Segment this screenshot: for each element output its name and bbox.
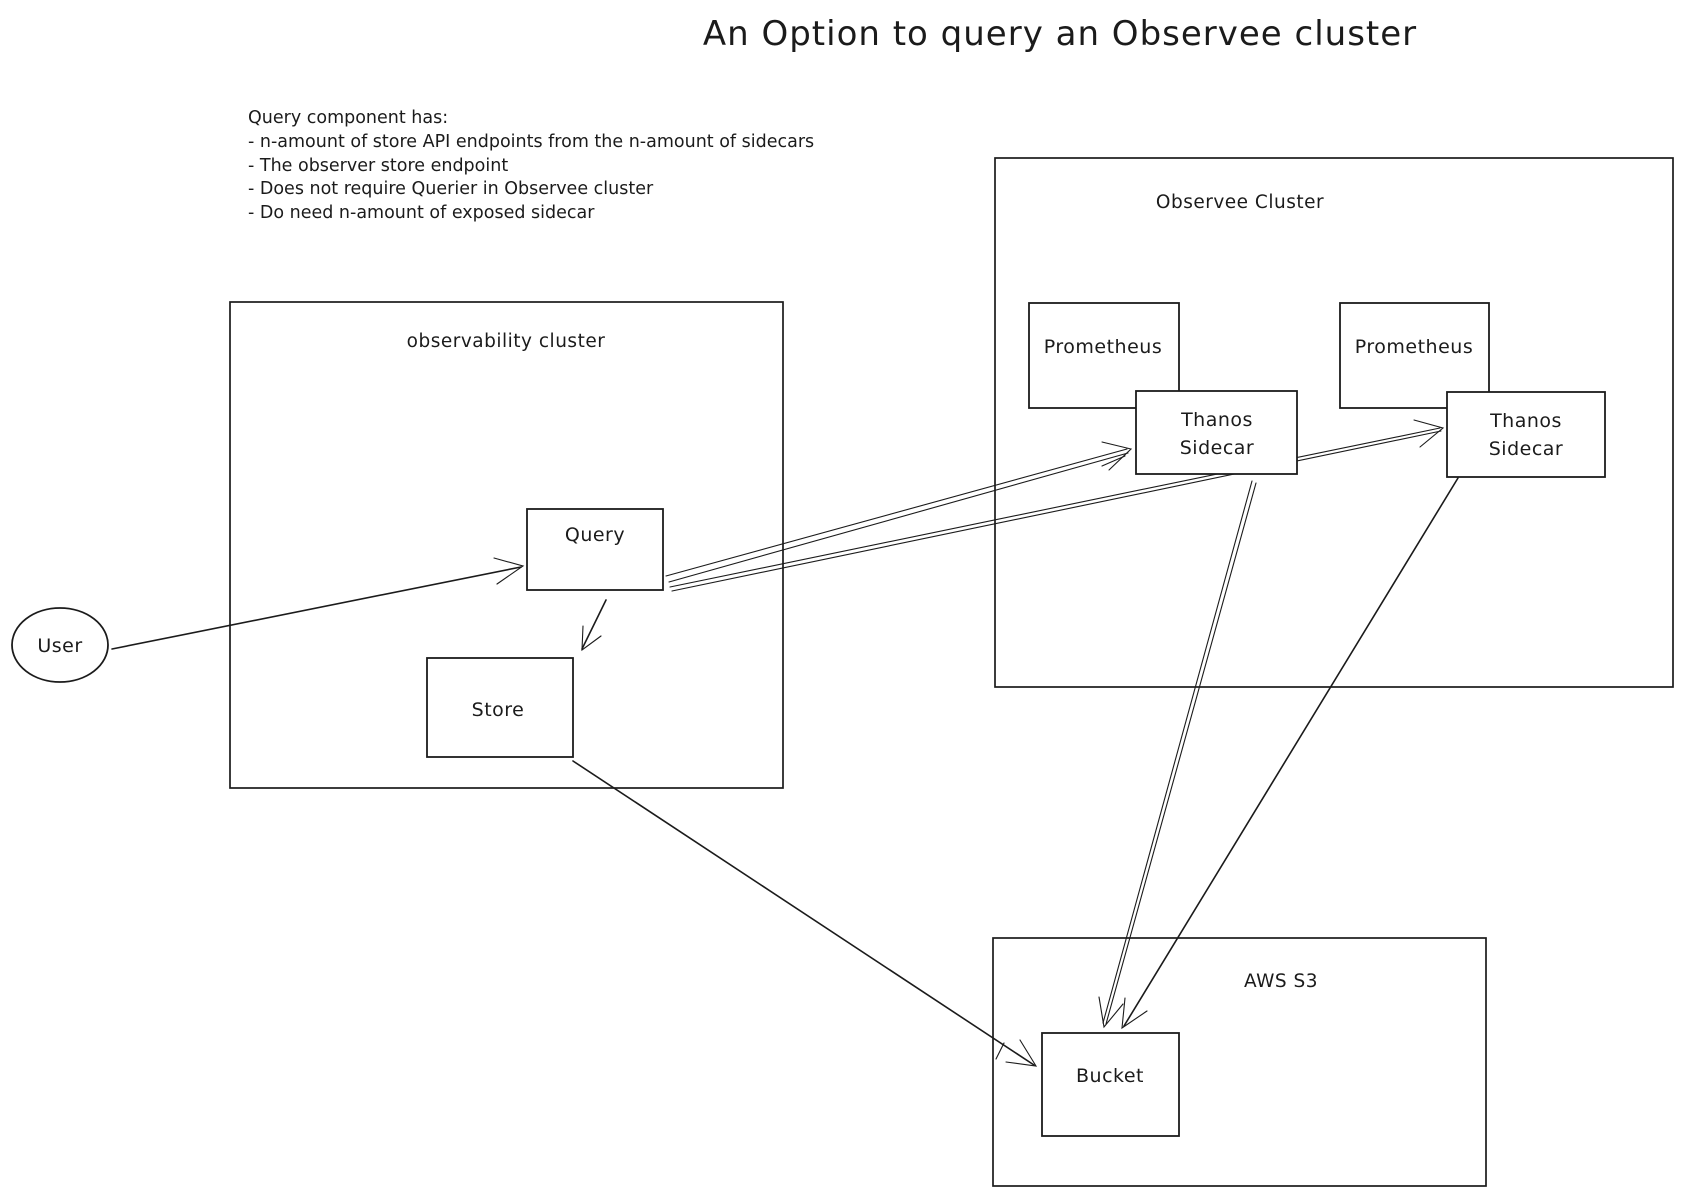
store-label: Store [472, 699, 525, 721]
note-line: - Do need n-amount of exposed sidecar [248, 203, 595, 223]
thanos-sidecar-2-box [1446, 391, 1606, 478]
arrow-thanos-sidecar-2-to-bucket [1121, 477, 1459, 1030]
query-node: Query [526, 508, 664, 591]
thanos-sidecar-1-label-line2: Sidecar [1180, 437, 1255, 459]
thanos-sidecar-1-box [1135, 390, 1298, 475]
thanos-sidecar-1-node: Thanos Sidecar [1135, 390, 1298, 475]
aws-s3-box [992, 937, 1487, 1187]
prometheus-2-box [1339, 302, 1490, 409]
arrow-query-to-thanos-sidecar-2 [669, 419, 1445, 592]
observability-cluster-box [229, 301, 784, 789]
notes: Query component has: - n-amount of store… [248, 108, 814, 223]
query-label: Query [565, 524, 625, 546]
bucket-box [1041, 1032, 1180, 1137]
user-label: User [37, 635, 82, 657]
notes-heading: Query component has: [248, 108, 448, 128]
prometheus-1-label: Prometheus [1044, 336, 1162, 358]
arrow-query-to-thanos-sidecar-1 [665, 441, 1133, 583]
user-ellipse [11, 607, 109, 683]
store-node: Store [426, 657, 574, 758]
diagram-title: An Option to query an Observee cluster [703, 14, 1417, 54]
prometheus-2-node: Prometheus [1339, 302, 1490, 409]
note-line: - Does not require Querier in Observee c… [248, 179, 654, 199]
arrow-store-to-bucket [572, 760, 1038, 1067]
store-box [426, 657, 574, 758]
arrow-query-to-store [581, 599, 607, 652]
thanos-sidecar-2-node: Thanos Sidecar [1446, 391, 1606, 478]
thanos-sidecar-2-label-line2: Sidecar [1489, 438, 1564, 460]
observee-cluster-label: Observee Cluster [1156, 192, 1324, 213]
query-box [526, 508, 664, 591]
bucket-label: Bucket [1076, 1065, 1144, 1087]
aws-s3-label: AWS S3 [1244, 971, 1318, 992]
thanos-sidecar-1-label-line1: Thanos [1180, 409, 1253, 431]
user-node: User [11, 607, 109, 683]
thanos-sidecar-2-label-line1: Thanos [1489, 410, 1562, 432]
note-line: - The observer store endpoint [248, 156, 508, 176]
prometheus-1-node: Prometheus [1028, 302, 1180, 409]
prometheus-2-label: Prometheus [1355, 336, 1473, 358]
arrow-user-to-query [111, 557, 525, 650]
observability-cluster-label: observability cluster [407, 331, 606, 352]
observee-cluster-box [994, 157, 1674, 688]
note-line: - n-amount of store API endpoints from t… [248, 132, 814, 152]
bucket-node: Bucket [1041, 1032, 1180, 1137]
arrow-thanos-sidecar-1-to-bucket [1098, 480, 1257, 1029]
